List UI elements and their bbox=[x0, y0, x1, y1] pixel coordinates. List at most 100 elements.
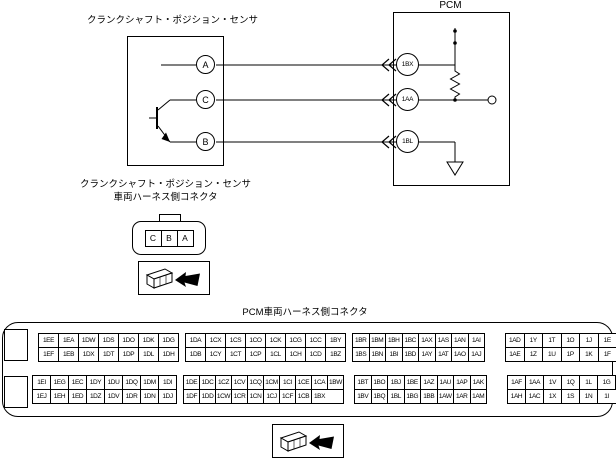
open-terminal-icon bbox=[487, 95, 497, 105]
pin-cell: 1EA bbox=[59, 334, 79, 348]
pcm-terminal-1bx: 1BX bbox=[396, 53, 419, 76]
pin-cell: 1DL bbox=[139, 348, 159, 361]
connector-pin-a: A bbox=[176, 229, 194, 247]
pin-cell: 1BS bbox=[353, 348, 370, 361]
pin-cell: 1AE bbox=[506, 348, 525, 361]
pin-cell: 1BY bbox=[326, 334, 345, 348]
pin-cell: 1AY bbox=[419, 348, 436, 361]
pin-cell: 1CR bbox=[232, 390, 248, 403]
pin-cell: 1DH bbox=[162, 351, 175, 358]
pin-cell: 1AT bbox=[436, 348, 452, 361]
pin-cell: 1DN bbox=[141, 390, 159, 403]
pin-cell: 1DM bbox=[141, 376, 159, 390]
pin-cell: 1DX bbox=[79, 348, 99, 361]
ground-icon bbox=[446, 161, 464, 176]
pin-cell: 1DE bbox=[184, 376, 200, 390]
pin-cell: 1AC bbox=[526, 390, 544, 403]
pin-cell: 1BJ bbox=[388, 376, 405, 390]
pin-cell: 1BL bbox=[388, 390, 405, 403]
pin-cell: 1DB bbox=[186, 348, 206, 361]
pin-cell: 1CB bbox=[296, 390, 312, 403]
sensor-terminal-c: C bbox=[196, 90, 215, 109]
pin-cell: 1DP bbox=[119, 348, 139, 361]
pin-cell: 1J bbox=[580, 334, 599, 348]
pin-cell: 1Y bbox=[524, 334, 543, 348]
pin-cell: 1EE bbox=[39, 334, 59, 348]
pin-cell: 1CV bbox=[232, 376, 248, 390]
pin-cell: 1DU bbox=[105, 376, 123, 390]
pin-cell: 1DW bbox=[79, 334, 99, 348]
pin-cell: 1BE bbox=[404, 376, 421, 390]
pcm-pin-group: 1AD1Y1T1O1J1E1A1AE1Z1U1P1K1F1B bbox=[505, 333, 616, 362]
pin-cell: 1EF bbox=[39, 348, 59, 361]
pin-cell: 1AO bbox=[452, 348, 469, 361]
connector-end-tab bbox=[4, 329, 28, 361]
pin-cell: 1AS bbox=[435, 334, 452, 348]
sensor-connector-icon-box bbox=[138, 261, 210, 295]
pin-row: 1AF1AA1V1Q1L1G1C bbox=[508, 376, 616, 390]
pin-cell: 1BT bbox=[355, 376, 372, 390]
pin-cell: 1CL bbox=[266, 348, 286, 361]
pin-cell: 1BO bbox=[371, 376, 388, 390]
pin-cell: 1BI bbox=[386, 348, 403, 361]
pin-cell: 1AD bbox=[506, 334, 525, 348]
pin-cell: 1DD bbox=[200, 390, 216, 403]
pin-cell: 1DI bbox=[159, 376, 176, 390]
pin-cell: 1BG bbox=[405, 390, 421, 403]
pin-cell: 1AJ bbox=[471, 351, 482, 358]
pin-cell: 1T bbox=[543, 334, 562, 348]
pin-cell: 1N bbox=[580, 390, 598, 403]
pcm-terminal-1aa: 1AA bbox=[396, 88, 419, 111]
pin-cell: 1EG bbox=[51, 376, 69, 390]
pin-cell: 1CI bbox=[280, 376, 296, 390]
pin-cell: 1AM bbox=[472, 393, 485, 400]
pin-cell: 1ED bbox=[69, 390, 87, 403]
pin-cell: 1EI bbox=[33, 376, 51, 390]
pin-cell: 1CF bbox=[280, 390, 296, 403]
junction-dot bbox=[453, 29, 457, 33]
pin-cell: 1DY bbox=[87, 376, 105, 390]
pin-cell: 1X bbox=[544, 390, 562, 403]
pin-cell: 1CD bbox=[306, 348, 326, 361]
transistor-icon bbox=[149, 99, 196, 143]
pin-cell: 1CM bbox=[264, 376, 280, 390]
connector-chevrons-icon bbox=[381, 58, 397, 149]
pin-cell: 1CO bbox=[246, 334, 266, 348]
pin-cell: 1AP bbox=[454, 376, 471, 390]
pin-cell: 1DS bbox=[99, 334, 119, 348]
pin-cell: 1DR bbox=[123, 390, 141, 403]
pin-cell: 1BW bbox=[328, 376, 343, 390]
pin-cell: 1CC bbox=[306, 334, 326, 348]
pin-cell: 1EJ bbox=[33, 390, 51, 403]
pcm-title: PCM bbox=[439, 0, 462, 11]
pin-cell: 1DT bbox=[99, 348, 119, 361]
pin-cell: 1BX bbox=[313, 393, 326, 400]
pcm-connector-outline bbox=[2, 322, 613, 417]
pin-cell: 1O bbox=[561, 334, 580, 348]
pin-cell: 1CG bbox=[286, 334, 306, 348]
pin-cell: 1DG bbox=[159, 334, 178, 348]
pin-cell: 1K bbox=[580, 348, 599, 361]
pin-cell: 1DZ bbox=[87, 390, 105, 403]
pin-cell: 1AI bbox=[468, 334, 484, 348]
pin-cell: 1V bbox=[544, 376, 562, 390]
pin-cell: 1EH bbox=[51, 390, 69, 403]
pin-cell: 1AN bbox=[452, 334, 469, 348]
pin-cell: 1U bbox=[543, 348, 562, 361]
pin-cell: 1BD bbox=[403, 348, 419, 361]
